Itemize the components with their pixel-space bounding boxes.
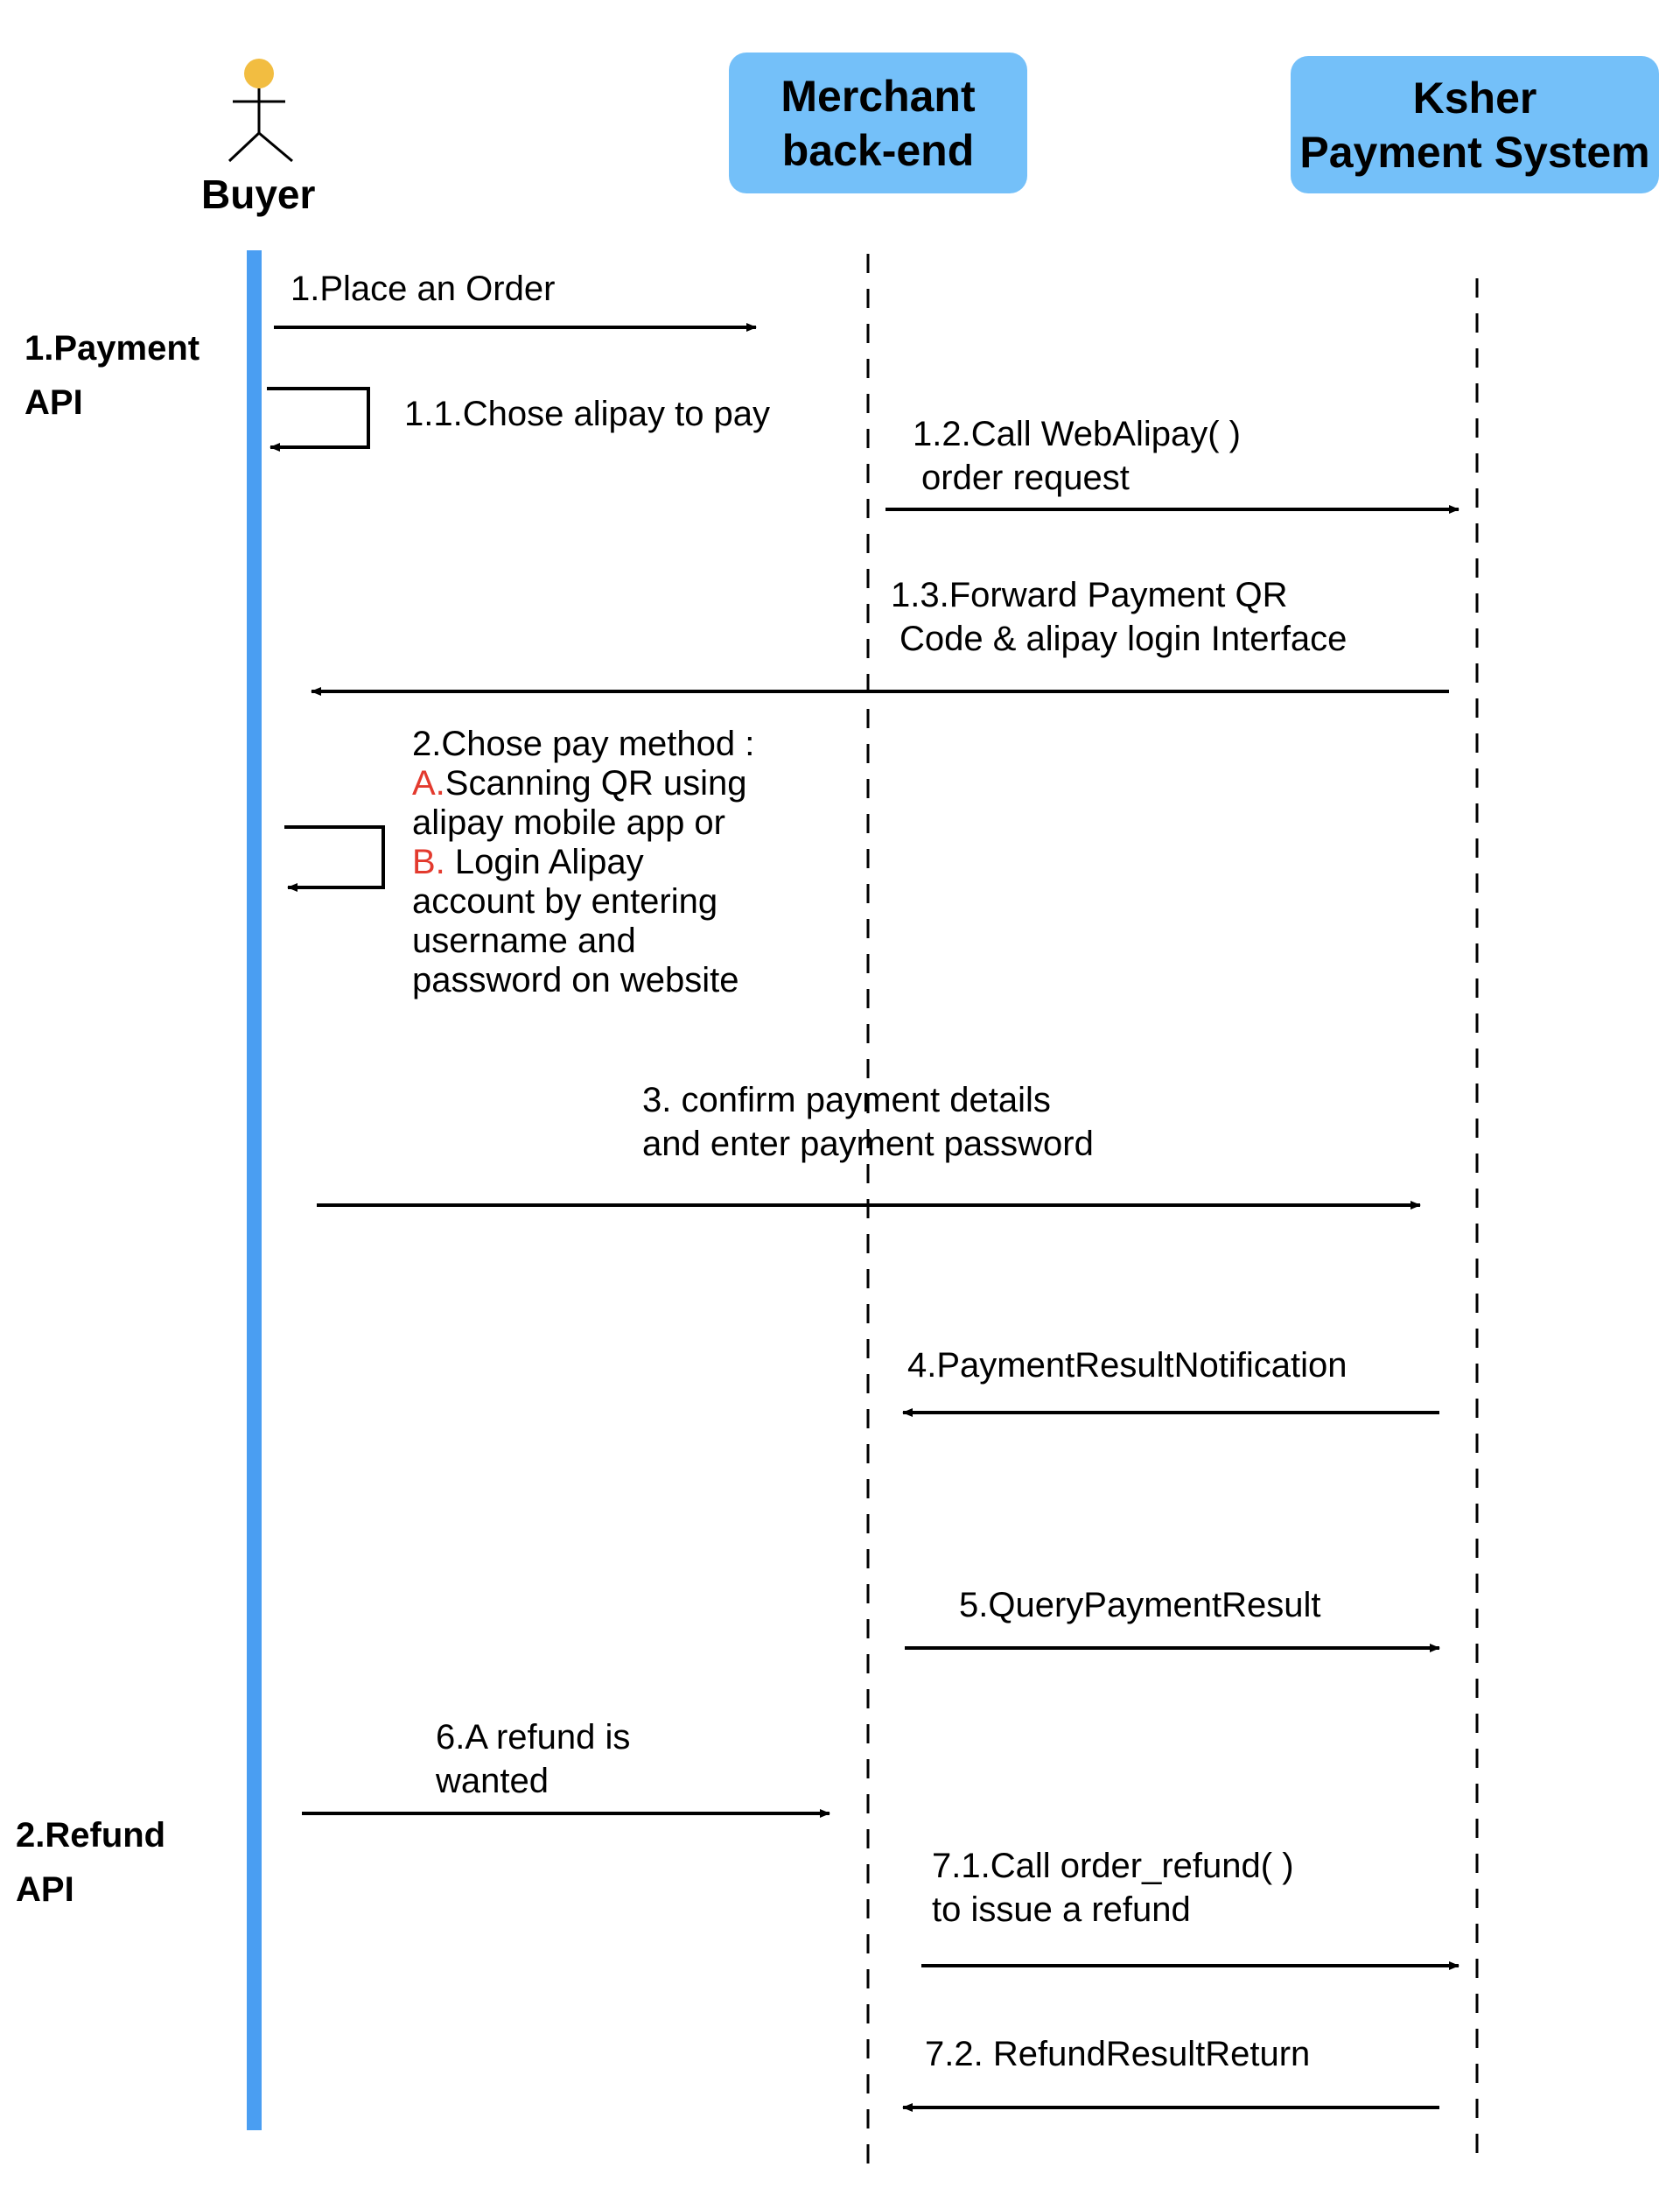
message-1-label: 1.Place an Order — [290, 270, 556, 308]
section-payment-line-2: API — [24, 383, 83, 422]
option-a-text: Scanning QR using — [444, 764, 747, 803]
actor-head — [244, 59, 274, 88]
option-b-text: Login Alipay — [444, 843, 644, 881]
section-refund-line-1: 2.Refund — [16, 1816, 166, 1855]
option-a-marker: A. — [412, 764, 445, 803]
arrow-chose-pay-method-self — [284, 825, 385, 892]
message-1-1-label: 1.1.Chose alipay to pay — [404, 395, 771, 433]
message-2-label: 2.Chose pay method : A.Scanning QR using… — [412, 725, 754, 1000]
message-4-label: 4.PaymentResultNotification — [907, 1346, 1348, 1385]
actor-right-leg — [258, 131, 293, 163]
message-1-2-label: 1.2.Call WebAlipay( ) order request — [913, 412, 1241, 500]
message-7-1-label: 7.1.Call order_refund( ) to issue a refu… — [932, 1844, 1294, 1932]
message-1-3-label: 1.3.Forward Payment QR Code & alipay log… — [891, 573, 1347, 661]
message-6-line-2: wanted — [436, 1762, 549, 1800]
message-3-line-2: and enter payment password — [642, 1125, 1094, 1163]
message-2-line-1: 2.Chose pay method : — [412, 725, 755, 763]
message-1-3-line-1: 1.3.Forward Payment QR — [891, 576, 1288, 614]
message-7-1-line-1: 7.1.Call order_refund( ) — [932, 1847, 1294, 1885]
message-2-line-3: alipay mobile app or — [412, 803, 725, 842]
merchant-box-line-2: back-end — [781, 125, 975, 175]
section-refund-line-2: API — [16, 1870, 74, 1909]
message-2-line-2: A.Scanning QR using — [412, 764, 754, 803]
ksher-box-line-1: Ksher — [1412, 73, 1537, 123]
stick-figure-actor-icon — [228, 59, 293, 163]
buyer-label: Buyer — [201, 172, 316, 217]
message-1-3-line-2: Code & alipay login Interface — [900, 620, 1348, 658]
message-2-line-4: B. Login Alipay — [412, 843, 754, 882]
message-3-label: 3. confirm payment details and enter pay… — [642, 1078, 1094, 1166]
message-7-1-line-2: to issue a refund — [932, 1890, 1191, 1929]
message-6-label: 6.A refund is wanted — [436, 1715, 630, 1803]
message-2-line-5: account by entering — [412, 882, 718, 921]
message-2-line-7: password on website — [412, 961, 739, 999]
merchant-box-line-1: Merchant — [780, 71, 976, 121]
message-3-line-1: 3. confirm payment details — [642, 1081, 1051, 1119]
message-5-label: 5.QueryPaymentResult — [959, 1586, 1321, 1624]
section-label-payment-api: 1.Payment API — [24, 321, 200, 430]
message-7-2-label: 7.2. RefundResultReturn — [925, 2035, 1311, 2073]
message-1-2-line-1: 1.2.Call WebAlipay( ) — [913, 415, 1241, 453]
message-6-line-1: 6.A refund is — [436, 1718, 631, 1757]
message-2-line-6: username and — [412, 922, 636, 960]
ksher-payment-system-box: Ksher Payment System — [1291, 56, 1659, 193]
ksher-box-line-2: Payment System — [1299, 127, 1650, 177]
merchant-backend-box: Merchant back-end — [729, 53, 1027, 193]
actor-left-leg — [228, 131, 261, 163]
option-b-marker: B. — [412, 843, 445, 881]
section-label-refund-api: 2.Refund API — [16, 1808, 165, 1917]
message-1-2-line-2: order request — [921, 459, 1130, 497]
section-payment-line-1: 1.Payment — [24, 329, 200, 368]
arrow-chose-alipay-self — [267, 387, 370, 452]
buyer-lifeline — [247, 250, 262, 2130]
